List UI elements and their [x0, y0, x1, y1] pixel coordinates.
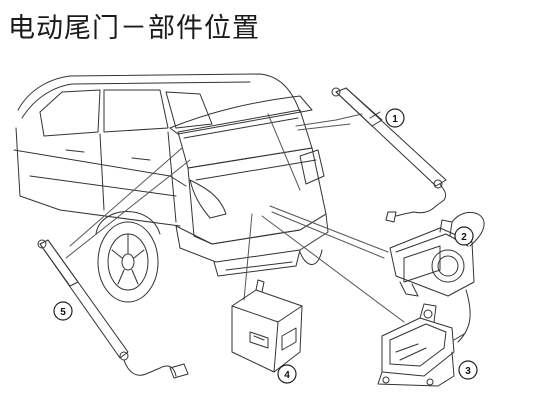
- drive-motor-unit: [389, 211, 485, 343]
- control-module: [231, 279, 303, 373]
- leader-lines: [65, 113, 405, 323]
- callout-group: 1 2 3 4 5: [53, 108, 478, 384]
- svg-text:3: 3: [465, 366, 471, 377]
- svg-text:5: 5: [60, 307, 66, 318]
- callout-3: 3: [458, 360, 478, 380]
- gas-strut-right: [331, 87, 447, 223]
- callout-2: 2: [454, 226, 474, 246]
- svg-text:1: 1: [392, 114, 398, 125]
- page-title: 电动尾门－部件位置: [8, 13, 260, 44]
- callout-4: 4: [277, 364, 297, 384]
- gas-strut-left: [37, 239, 189, 379]
- svg-text:4: 4: [284, 370, 290, 381]
- tailgate-latch: [377, 303, 465, 387]
- callout-5: 5: [53, 301, 73, 321]
- callout-1: 1: [385, 108, 405, 128]
- svg-text:2: 2: [461, 232, 467, 243]
- vehicle-illustration: [13, 73, 329, 303]
